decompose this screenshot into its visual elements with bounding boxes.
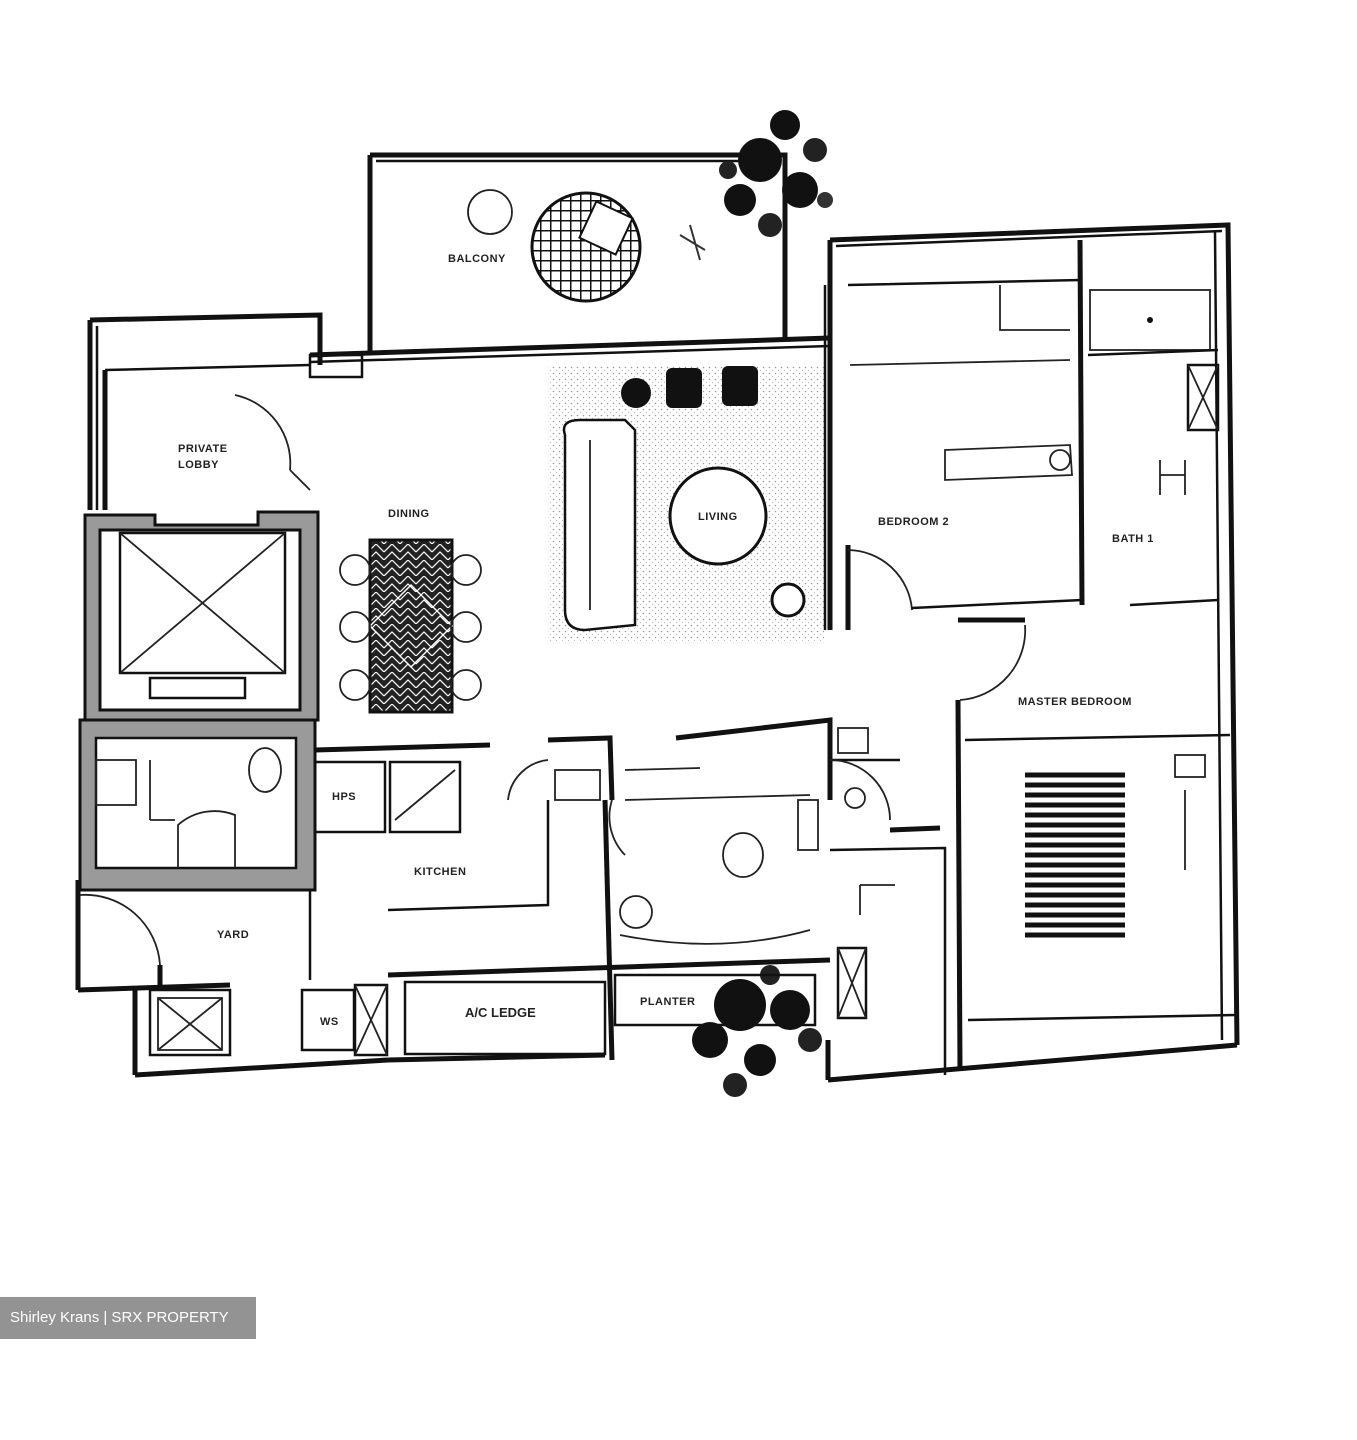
label-master-bedroom: MASTER BEDROOM: [1018, 696, 1132, 708]
armchair-icon: [666, 368, 702, 408]
label-yard: YARD: [217, 929, 249, 941]
label-bedroom-2: BEDROOM 2: [878, 516, 949, 528]
master-bedroom: [955, 617, 1236, 1071]
yard-area: [79, 893, 389, 1057]
ledges: [403, 846, 947, 1075]
dining-table: [368, 538, 454, 714]
room-labels: BALCONY PRIVATE LOBBY DINING LIVING BEDR…: [178, 253, 1154, 1028]
sofa: [562, 418, 637, 632]
bedroom-2: [823, 239, 1085, 630]
label-dining: DINING: [388, 508, 430, 520]
kitchen-area: [308, 735, 615, 1061]
master-bed: [1024, 769, 1126, 941]
label-hps: HPS: [332, 791, 356, 803]
label-ws: WS: [320, 1016, 339, 1028]
service-bath: [78, 718, 317, 892]
outer-walls: [75, 222, 1240, 1083]
bath-1: [1087, 289, 1220, 607]
label-private-lobby-2: LOBBY: [178, 459, 219, 471]
coffee-table: [668, 466, 768, 566]
balcony-chair: [578, 200, 634, 256]
label-planter: PLANTER: [640, 996, 695, 1008]
label-private-lobby-1: PRIVATE: [178, 443, 228, 455]
living-area: [548, 365, 824, 643]
label-bath-1: BATH 1: [1112, 533, 1154, 545]
armchair-icon: [722, 366, 758, 406]
label-balcony: BALCONY: [448, 253, 506, 265]
tree-bottom-icon: [692, 965, 822, 1097]
lift-shaft: [83, 510, 320, 722]
bath-2: [608, 717, 941, 945]
label-living: LIVING: [698, 511, 738, 523]
tree-top-icon: [679, 110, 833, 261]
label-ac-ledge: A/C LEDGE: [465, 1005, 536, 1020]
dining-area: [339, 538, 482, 714]
balcony-area: [367, 152, 788, 355]
armchair-icon: [621, 378, 651, 408]
label-kitchen: KITCHEN: [414, 866, 466, 878]
side-table: [770, 582, 806, 618]
watermark: Shirley Krans | SRX PROPERTY: [0, 1297, 256, 1339]
balcony-rug: [530, 191, 642, 303]
balcony-side-table: [467, 189, 513, 235]
private-lobby: [102, 353, 364, 510]
